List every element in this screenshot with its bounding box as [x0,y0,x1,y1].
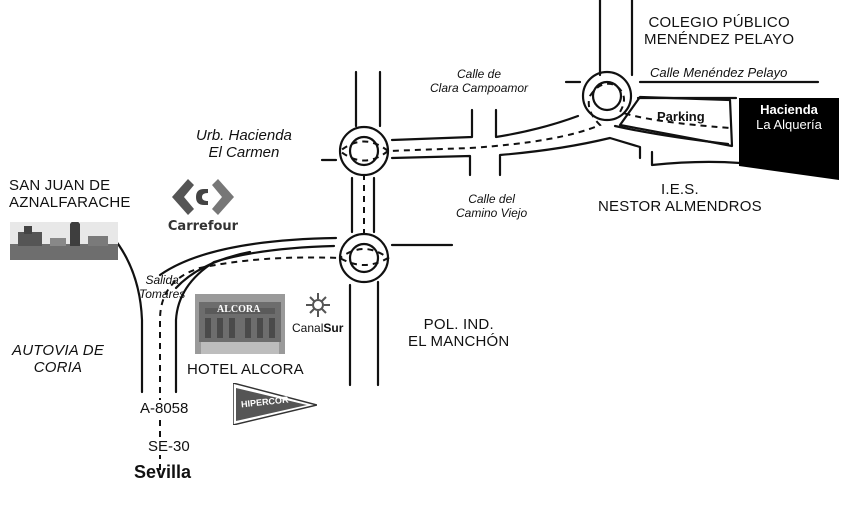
road-edge-ies [650,150,742,167]
a8058-label: A-8058 [138,400,191,418]
calle-menendez-label: Calle Menéndez Pelayo [650,65,788,80]
salida-label: Salida Tomares [139,273,186,302]
canalsur-logo: CanalSur [292,293,344,336]
autovia-label: AUTOVIA DE CORIA [12,342,104,377]
alcora-sign-text: ALCORA [217,304,261,315]
hipercor-pennant-icon [232,382,318,426]
carrefour-icon [172,179,234,215]
hacienda-line-2: La Alquería [756,117,822,132]
ies-label: I.E.S. NESTOR ALMENDROS [598,181,762,216]
hotel-alcora-label: HOTEL ALCORA [187,361,304,378]
san-juan-line-1: SAN JUAN DE [9,177,111,194]
parking-label: Parking [657,109,705,124]
hacienda-label: Hacienda La Alquería [739,98,839,184]
sun-icon [306,293,330,317]
san-juan-line-2: AZNALFARACHE [9,194,131,212]
colegio-label: COLEGIO PÚBLICO MENÉNDEZ PELAYO [644,14,794,49]
carrefour-text: Carrefour [167,219,239,235]
san-juan-label: SAN JUAN DE AZNALFARACHE [9,177,131,212]
sevilla-label: Sevilla [134,462,192,482]
colegio-line-2: MENÉNDEZ PELAYO [644,31,795,49]
hacienda-line-1: Hacienda [760,102,818,117]
road-edge-lower-north [174,250,252,290]
san-juan-photo [10,222,118,260]
salida-line-2: Tomares [139,286,186,301]
roundabout-lower [338,232,390,284]
calle-camino-line-2: Camino Viejo [456,205,528,220]
se30-label: SE-30 [146,438,192,456]
road-edge-tomares-top [158,236,338,277]
roundabout-upper-left [338,125,390,177]
road-edge-main-top [390,108,580,142]
pol-line-1: POL. IND. [423,316,494,333]
urb-hacienda-label: Urb. Hacienda El Carmen [196,127,292,162]
sur-text: Sur [323,321,344,336]
hipercor-logo: HIPERCOR [232,382,318,430]
parking-outline [618,95,734,148]
road-edge-main-bottom [390,136,642,177]
roundabout-right-inner [591,80,623,112]
carrefour-logo: Carrefour [160,177,246,235]
ies-line-2: NESTOR ALMENDROS [598,198,762,216]
autovia-line-1: AUTOVIA DE [12,342,105,359]
canalsur-text: CanalSur [292,321,344,336]
hotel-building-icon [195,294,285,354]
calle-clara-line-1: Calle de [457,67,502,81]
canal-text: Canal [292,321,324,336]
salida-line-1: Salida [145,273,179,287]
destination-block [739,98,839,180]
autovia-line-2: CORIA [33,359,83,377]
pol-line-2: EL MANCHÓN [408,333,510,351]
calle-clara-line-2: Clara Campoamor [430,80,529,95]
roundabout-upper-left-inner [348,135,380,167]
colegio-line-1: COLEGIO PÚBLICO [648,14,790,31]
calle-camino-label: Calle del Camino Viejo [456,192,528,221]
calle-clara-label: Calle de Clara Campoamor [430,67,529,96]
urb-line-1: Urb. Hacienda [196,127,292,144]
route-dashed [159,82,731,470]
urb-line-2: El Carmen [208,144,280,162]
hotel-alcora-photo: ALCORA [195,294,285,354]
roundabout-lower-inner [348,242,380,274]
ies-line-1: I.E.S. [660,181,699,198]
roundabout-right [581,70,633,122]
pol-ind-label: POL. IND. EL MANCHÓN [408,316,509,351]
calle-camino-line-1: Calle del [468,192,515,206]
